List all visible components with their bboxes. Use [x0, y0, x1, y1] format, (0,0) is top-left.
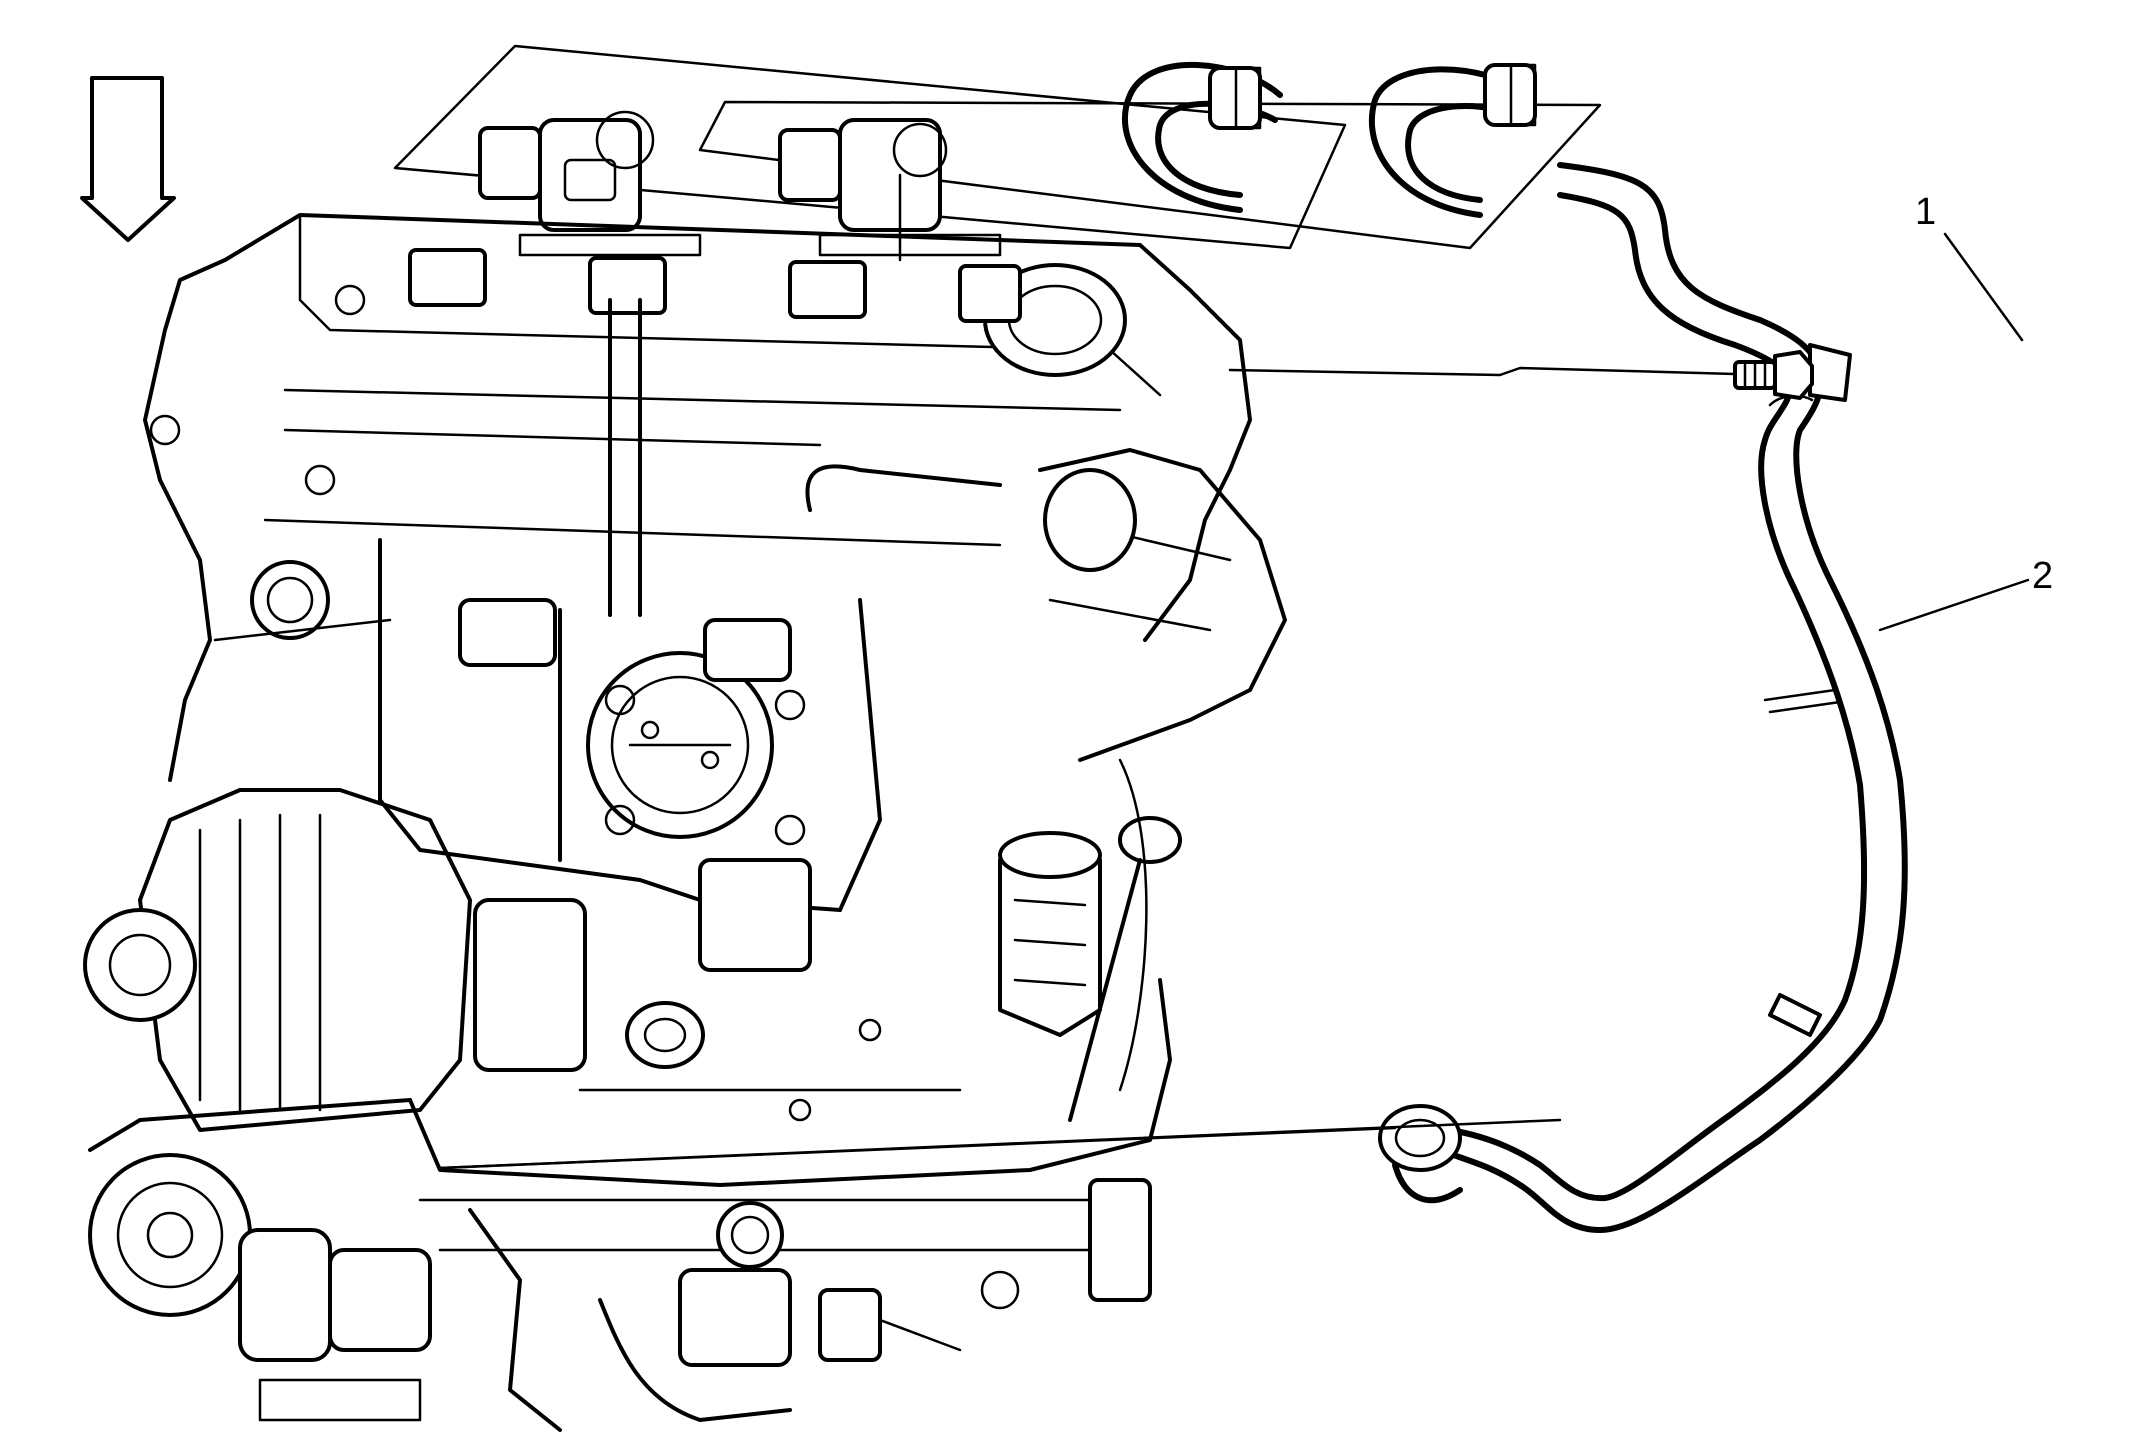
heater-hose: [1378, 162, 1908, 1233]
engine-assembly: [83, 213, 1287, 1432]
alignment-lines: [438, 366, 1737, 1170]
callout-1: 1: [1915, 191, 2024, 342]
svg-text:2: 2: [2032, 555, 2053, 597]
down-arrow-icon: [80, 76, 176, 242]
valve-detail-panel-right: [698, 100, 1602, 262]
bolt: [1733, 350, 1814, 400]
upper-hose-ends: [1122, 62, 1537, 218]
callout-2: 2: [1878, 555, 2053, 632]
valve-detail-panel-left: [393, 44, 1347, 257]
svg-text:1: 1: [1915, 191, 1936, 233]
